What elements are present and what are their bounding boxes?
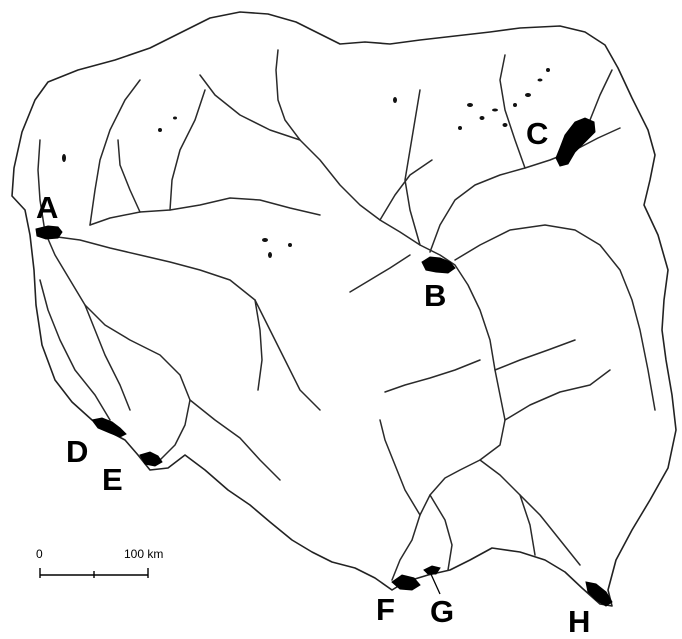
lake [502,123,508,127]
river-dunajec [429,494,453,571]
label-d: D [66,434,88,469]
lake [393,97,397,103]
river-san [479,459,581,566]
river-bzura [349,254,411,293]
lake [62,154,66,162]
river-radomka [494,339,576,371]
label-b: B [424,278,446,313]
marker-labels: A B C D E F G H [36,116,590,639]
lake [513,103,517,107]
river-pomeranian-3 [117,139,141,213]
lake [458,126,462,130]
lake [479,116,485,120]
scale-bar: 0 100 km [36,547,163,578]
river-lyna [499,54,526,169]
label-h: H [568,604,590,639]
river-nida [379,419,421,516]
lake [288,243,292,247]
river-drweca [379,159,433,221]
lake [492,108,498,112]
lake [537,78,543,82]
river-bug [454,224,656,411]
region-marker-e [139,451,163,467]
marked-regions [35,117,613,607]
lake [525,93,531,97]
lakes [62,68,550,258]
lake [173,116,177,120]
river-oder [37,139,191,461]
region-marker-g [423,565,441,575]
scale-start-label: 0 [36,547,43,561]
river-brda [199,74,301,141]
river-notec [89,197,321,226]
region-g-pointer [429,571,441,595]
region-marker-d [91,417,127,438]
river-bobr [84,304,131,411]
river-vistula [275,49,506,581]
country-border [11,11,677,607]
region-marker-a [35,225,63,240]
river-nysa [39,279,111,421]
label-a: A [36,190,58,225]
region-marker-h [585,581,613,607]
lake [158,128,162,132]
river-wislok [519,494,536,556]
lake [268,252,272,258]
lake [546,68,550,72]
river-network [37,49,656,581]
label-c: C [526,116,548,151]
scale-end-label: 100 km [124,547,163,561]
river-pasleka [404,89,421,246]
region-marker-f [391,574,421,591]
river-prosna [254,299,263,391]
river-pomeranian-2 [169,89,206,211]
lake [262,238,268,242]
river-pomeranian-1 [89,79,141,226]
river-pilica [384,359,481,393]
label-f: F [376,592,395,627]
region-marker-c [555,117,596,167]
river-wieprz [504,369,611,421]
lake [467,103,473,107]
region-marker-b [421,256,456,274]
label-g: G [430,594,454,629]
river-silesian [189,399,281,481]
label-e: E [102,462,123,497]
river-narew [429,127,621,253]
river-warta [49,235,321,411]
